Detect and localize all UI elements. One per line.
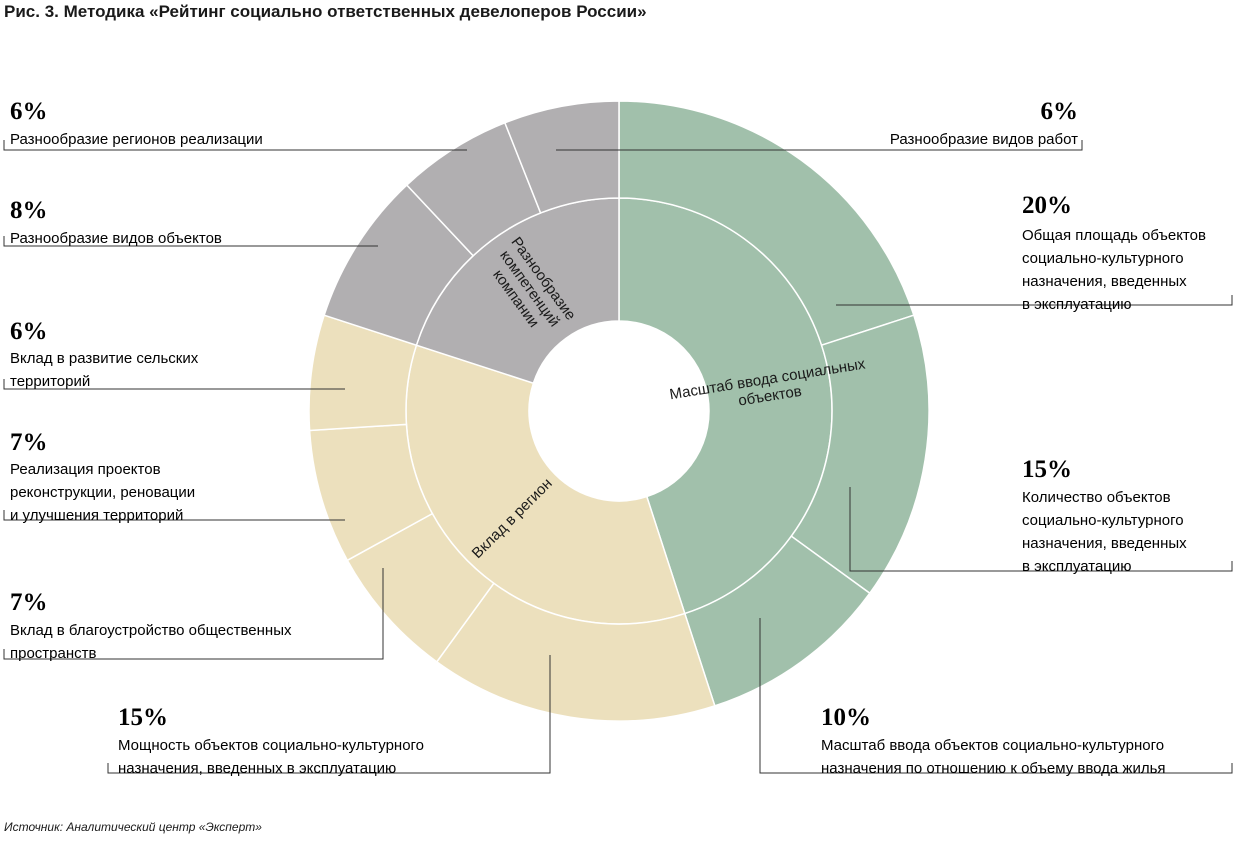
segment-percent-3: 15% xyxy=(118,704,168,731)
leader-line-9 xyxy=(556,140,1083,151)
segment-percent-2: 10% xyxy=(821,704,871,731)
segment-percent-0: 20% xyxy=(1022,192,1072,219)
leader-line-2 xyxy=(759,618,1233,774)
chart-title: Рис. 3. Методика «Рейтинг социально отве… xyxy=(4,2,647,21)
segment-label-7: Разнообразие видов объектов xyxy=(10,230,222,247)
leader-line-8 xyxy=(3,140,467,151)
leader-line-7 xyxy=(3,236,378,247)
segment-label-8: Разнообразие регионов реализации xyxy=(10,131,263,148)
leader-line-0 xyxy=(836,295,1233,306)
segment-percent-1: 15% xyxy=(1022,456,1072,483)
donut-hole xyxy=(529,321,709,501)
segment-percent-7: 8% xyxy=(10,197,48,224)
leader-line-5 xyxy=(3,510,345,521)
leader-line-6 xyxy=(3,379,345,390)
leader-line-1 xyxy=(849,487,1233,572)
source-note: Источник: Аналитический центр «Эксперт» xyxy=(4,820,262,834)
leader-line-3 xyxy=(107,655,551,774)
segment-percent-5: 7% xyxy=(10,429,48,456)
segment-percent-4: 7% xyxy=(10,589,48,616)
segment-percent-9: 6% xyxy=(1041,98,1079,125)
segment-label-2: Масштаб ввода объектов социально-культур… xyxy=(821,737,1166,777)
segment-label-9: Разнообразие видов работ xyxy=(890,131,1078,148)
segment-percent-6: 6% xyxy=(10,318,48,345)
leader-line-4 xyxy=(3,568,384,660)
segment-percent-8: 6% xyxy=(10,98,48,125)
